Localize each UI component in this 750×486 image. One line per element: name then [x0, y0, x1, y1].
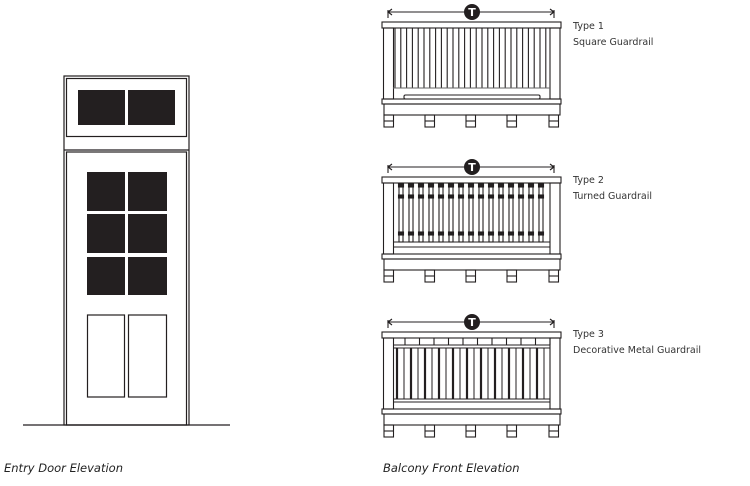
- dimension-marker-label: T: [468, 316, 476, 329]
- baluster-knob: [417, 194, 425, 199]
- baluster-knob: [467, 231, 475, 236]
- type-number: Type 1: [573, 21, 604, 32]
- baluster-knob: [417, 231, 425, 236]
- baluster-knob: [397, 194, 405, 199]
- baluster-knob: [457, 231, 465, 236]
- post-left: [382, 337, 395, 410]
- baluster-knob: [537, 231, 545, 236]
- post-right: [549, 337, 561, 410]
- baluster-cap: [507, 183, 515, 188]
- baluster-cap: [417, 183, 425, 188]
- door-outer-frame: [63, 75, 190, 426]
- lower-panel-left: [86, 314, 126, 398]
- balcony-metal: T: [381, 314, 562, 438]
- lower-panel-right: [127, 314, 168, 398]
- base-trim: [403, 94, 541, 100]
- baluster-knob: [527, 194, 535, 199]
- top-rail: [381, 176, 562, 184]
- baluster-knob: [507, 194, 515, 199]
- baluster-knob: [497, 231, 505, 236]
- bottom-rail: [381, 253, 562, 260]
- base-fascia: [383, 103, 561, 116]
- baluster-knob: [447, 194, 455, 199]
- baluster-cap: [467, 183, 475, 188]
- type-name: Square Guardrail: [573, 37, 654, 48]
- baluster-knob: [427, 194, 435, 199]
- baluster-knob: [507, 231, 515, 236]
- baluster-knob: [477, 194, 485, 199]
- baluster-cap: [517, 183, 525, 188]
- baluster-knob: [407, 231, 415, 236]
- baluster-knob: [437, 231, 445, 236]
- type-number: Type 3: [573, 329, 604, 340]
- bottom-rail: [381, 408, 562, 415]
- transom-frame: [65, 77, 188, 138]
- baluster-cap: [527, 183, 535, 188]
- baluster-knob: [467, 194, 475, 199]
- balcony-caption: Balcony Front Elevation: [383, 461, 520, 475]
- baluster-knob: [487, 194, 495, 199]
- baluster-knob: [497, 194, 505, 199]
- baluster-knob: [437, 194, 445, 199]
- baluster-cap: [397, 183, 405, 188]
- baluster-cap: [447, 183, 455, 188]
- top-rail: [381, 331, 562, 339]
- type-2-label: Type 2 Turned Guardrail: [573, 173, 652, 205]
- balcony-square: T: [381, 4, 562, 128]
- balcony-turned: T: [381, 159, 562, 283]
- baluster-cap: [497, 183, 505, 188]
- baluster-knob: [407, 194, 415, 199]
- door-leaf: [65, 151, 188, 426]
- base-fascia: [383, 258, 561, 271]
- dimension-marker: [464, 314, 480, 330]
- post-left: [382, 182, 395, 255]
- top-rail: [381, 21, 562, 29]
- baluster-cap: [487, 183, 495, 188]
- baluster-cap: [407, 183, 415, 188]
- bottom-rail: [381, 98, 562, 105]
- dimension-marker-label: T: [468, 161, 476, 174]
- type-1-label: Type 1 Square Guardrail: [573, 19, 653, 51]
- base-fascia: [383, 413, 561, 426]
- baluster-knob: [397, 231, 405, 236]
- post-right: [549, 27, 561, 100]
- post-right: [549, 182, 561, 255]
- door-caption: Entry Door Elevation: [4, 461, 123, 475]
- baluster-cap: [457, 183, 465, 188]
- entry-door-elevation: [23, 75, 230, 426]
- baluster-knob: [537, 194, 545, 199]
- dimension-marker: [464, 4, 480, 20]
- type-3-label: Type 3 Decorative Metal Guardrail: [573, 327, 701, 359]
- baluster-knob: [457, 194, 465, 199]
- baluster-cap: [437, 183, 445, 188]
- dimension-marker-label: T: [468, 6, 476, 19]
- baluster-knob: [477, 231, 485, 236]
- baluster-knob: [527, 231, 535, 236]
- type-number: Type 2: [573, 175, 604, 186]
- baluster-cap: [427, 183, 435, 188]
- baluster-knob: [427, 231, 435, 236]
- baluster-knob: [517, 194, 525, 199]
- glass-panes: [78, 90, 175, 295]
- baluster-knob: [447, 231, 455, 236]
- type-name: Decorative Metal Guardrail: [573, 345, 701, 356]
- dimension-marker: [464, 159, 480, 175]
- baluster-knob: [517, 231, 525, 236]
- type-name: Turned Guardrail: [573, 191, 653, 202]
- post-left: [382, 27, 395, 100]
- baluster-knob: [487, 231, 495, 236]
- baluster-cap: [477, 183, 485, 188]
- baluster-cap: [537, 183, 545, 188]
